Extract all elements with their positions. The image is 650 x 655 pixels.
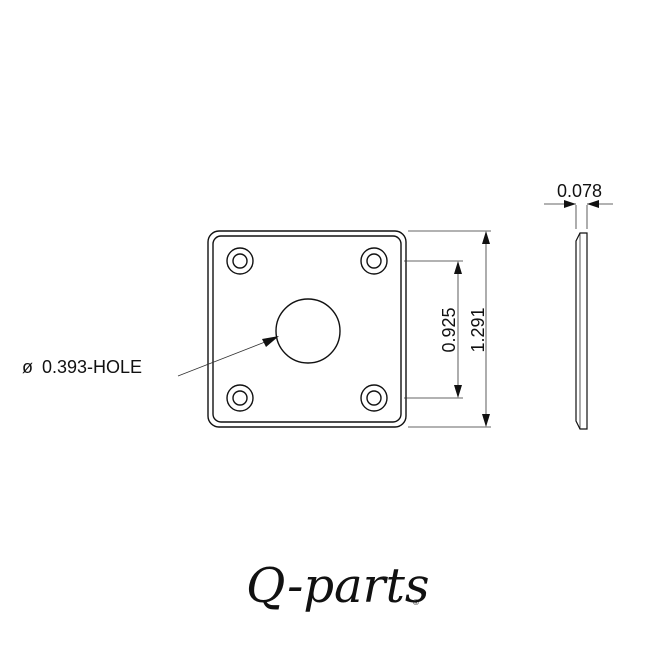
outer-size-arrow-bottom — [482, 414, 490, 427]
hole-diameter-symbol: ø — [22, 357, 33, 377]
registered-mark: ® — [413, 598, 419, 607]
inner-spacing-arrow-top — [454, 261, 462, 274]
plate-inner-outline — [212, 235, 402, 423]
thickness-label: 0.078 — [557, 181, 602, 201]
inner-spacing-label: 0.925 — [439, 307, 459, 352]
plate-outer-outline — [207, 230, 407, 428]
screw-hole-bottom-right — [360, 384, 388, 412]
screw-hole-bottom-left — [226, 384, 254, 412]
screw-hole-top-left — [226, 247, 254, 275]
hole-leader — [177, 336, 279, 377]
outer-size-arrow-top — [482, 231, 490, 244]
jack-center-hole — [275, 298, 341, 364]
thickness-dimension — [544, 203, 613, 229]
thickness-arrow-right — [587, 200, 599, 208]
jack-plate-side-view — [575, 232, 588, 430]
screw-hole-top-right — [360, 247, 388, 275]
hole-diameter-label: 0.393-HOLE — [42, 357, 142, 377]
thickness-arrow-left — [564, 200, 576, 208]
inner-spacing-arrow-bottom — [454, 385, 462, 398]
inner-spacing-dimension — [404, 260, 463, 399]
outer-size-label: 1.291 — [468, 307, 488, 352]
outer-size-dimension — [408, 230, 491, 428]
jack-plate-front-view — [207, 230, 407, 428]
q-parts-logo: Q-parts — [246, 558, 430, 614]
